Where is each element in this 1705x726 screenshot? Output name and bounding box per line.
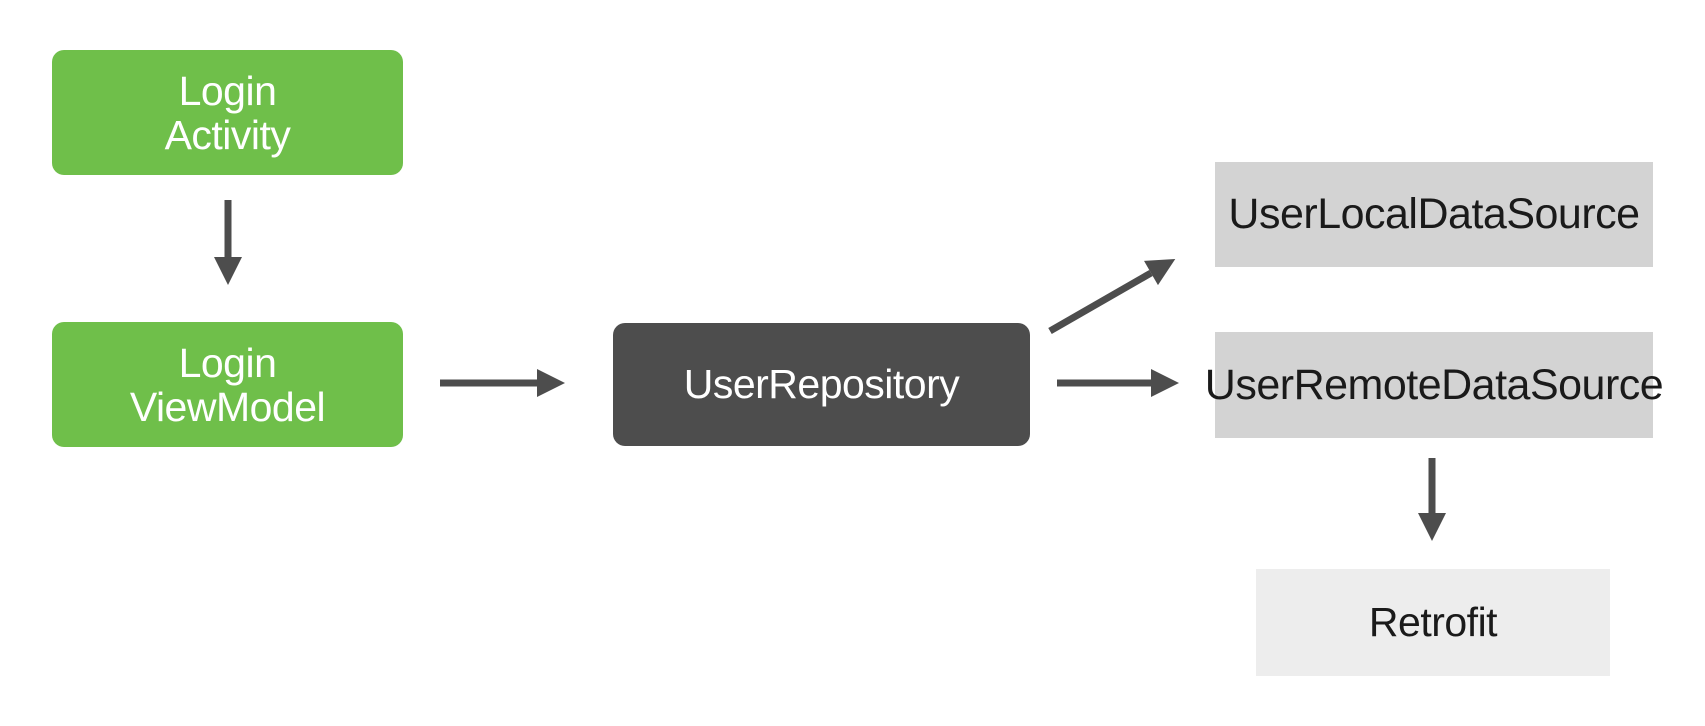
node-user-repository-label: UserRepository [683, 361, 960, 407]
node-user-local-data-source-label: UserLocalDataSource [1228, 190, 1640, 238]
node-login-viewmodel-label-line1: Login [178, 339, 277, 386]
node-login-viewmodel: Login ViewModel [52, 322, 403, 447]
node-retrofit-label: Retrofit [1368, 599, 1498, 645]
node-user-remote-data-source-label: UserRemoteDataSource [1204, 360, 1664, 409]
node-login-viewmodel-label-line2: ViewModel [129, 383, 326, 430]
node-retrofit: Retrofit [1256, 569, 1610, 676]
node-login-activity: Login Activity [52, 50, 403, 175]
node-user-local-data-source: UserLocalDataSource [1215, 162, 1653, 267]
node-login-activity-label-line2: Activity [164, 111, 291, 158]
node-user-repository: UserRepository [613, 323, 1030, 446]
arrow-repository-to-local-data-source [1048, 259, 1176, 335]
node-user-remote-data-source: UserRemoteDataSource [1205, 332, 1664, 438]
node-login-activity-label-line1: Login [178, 67, 277, 114]
